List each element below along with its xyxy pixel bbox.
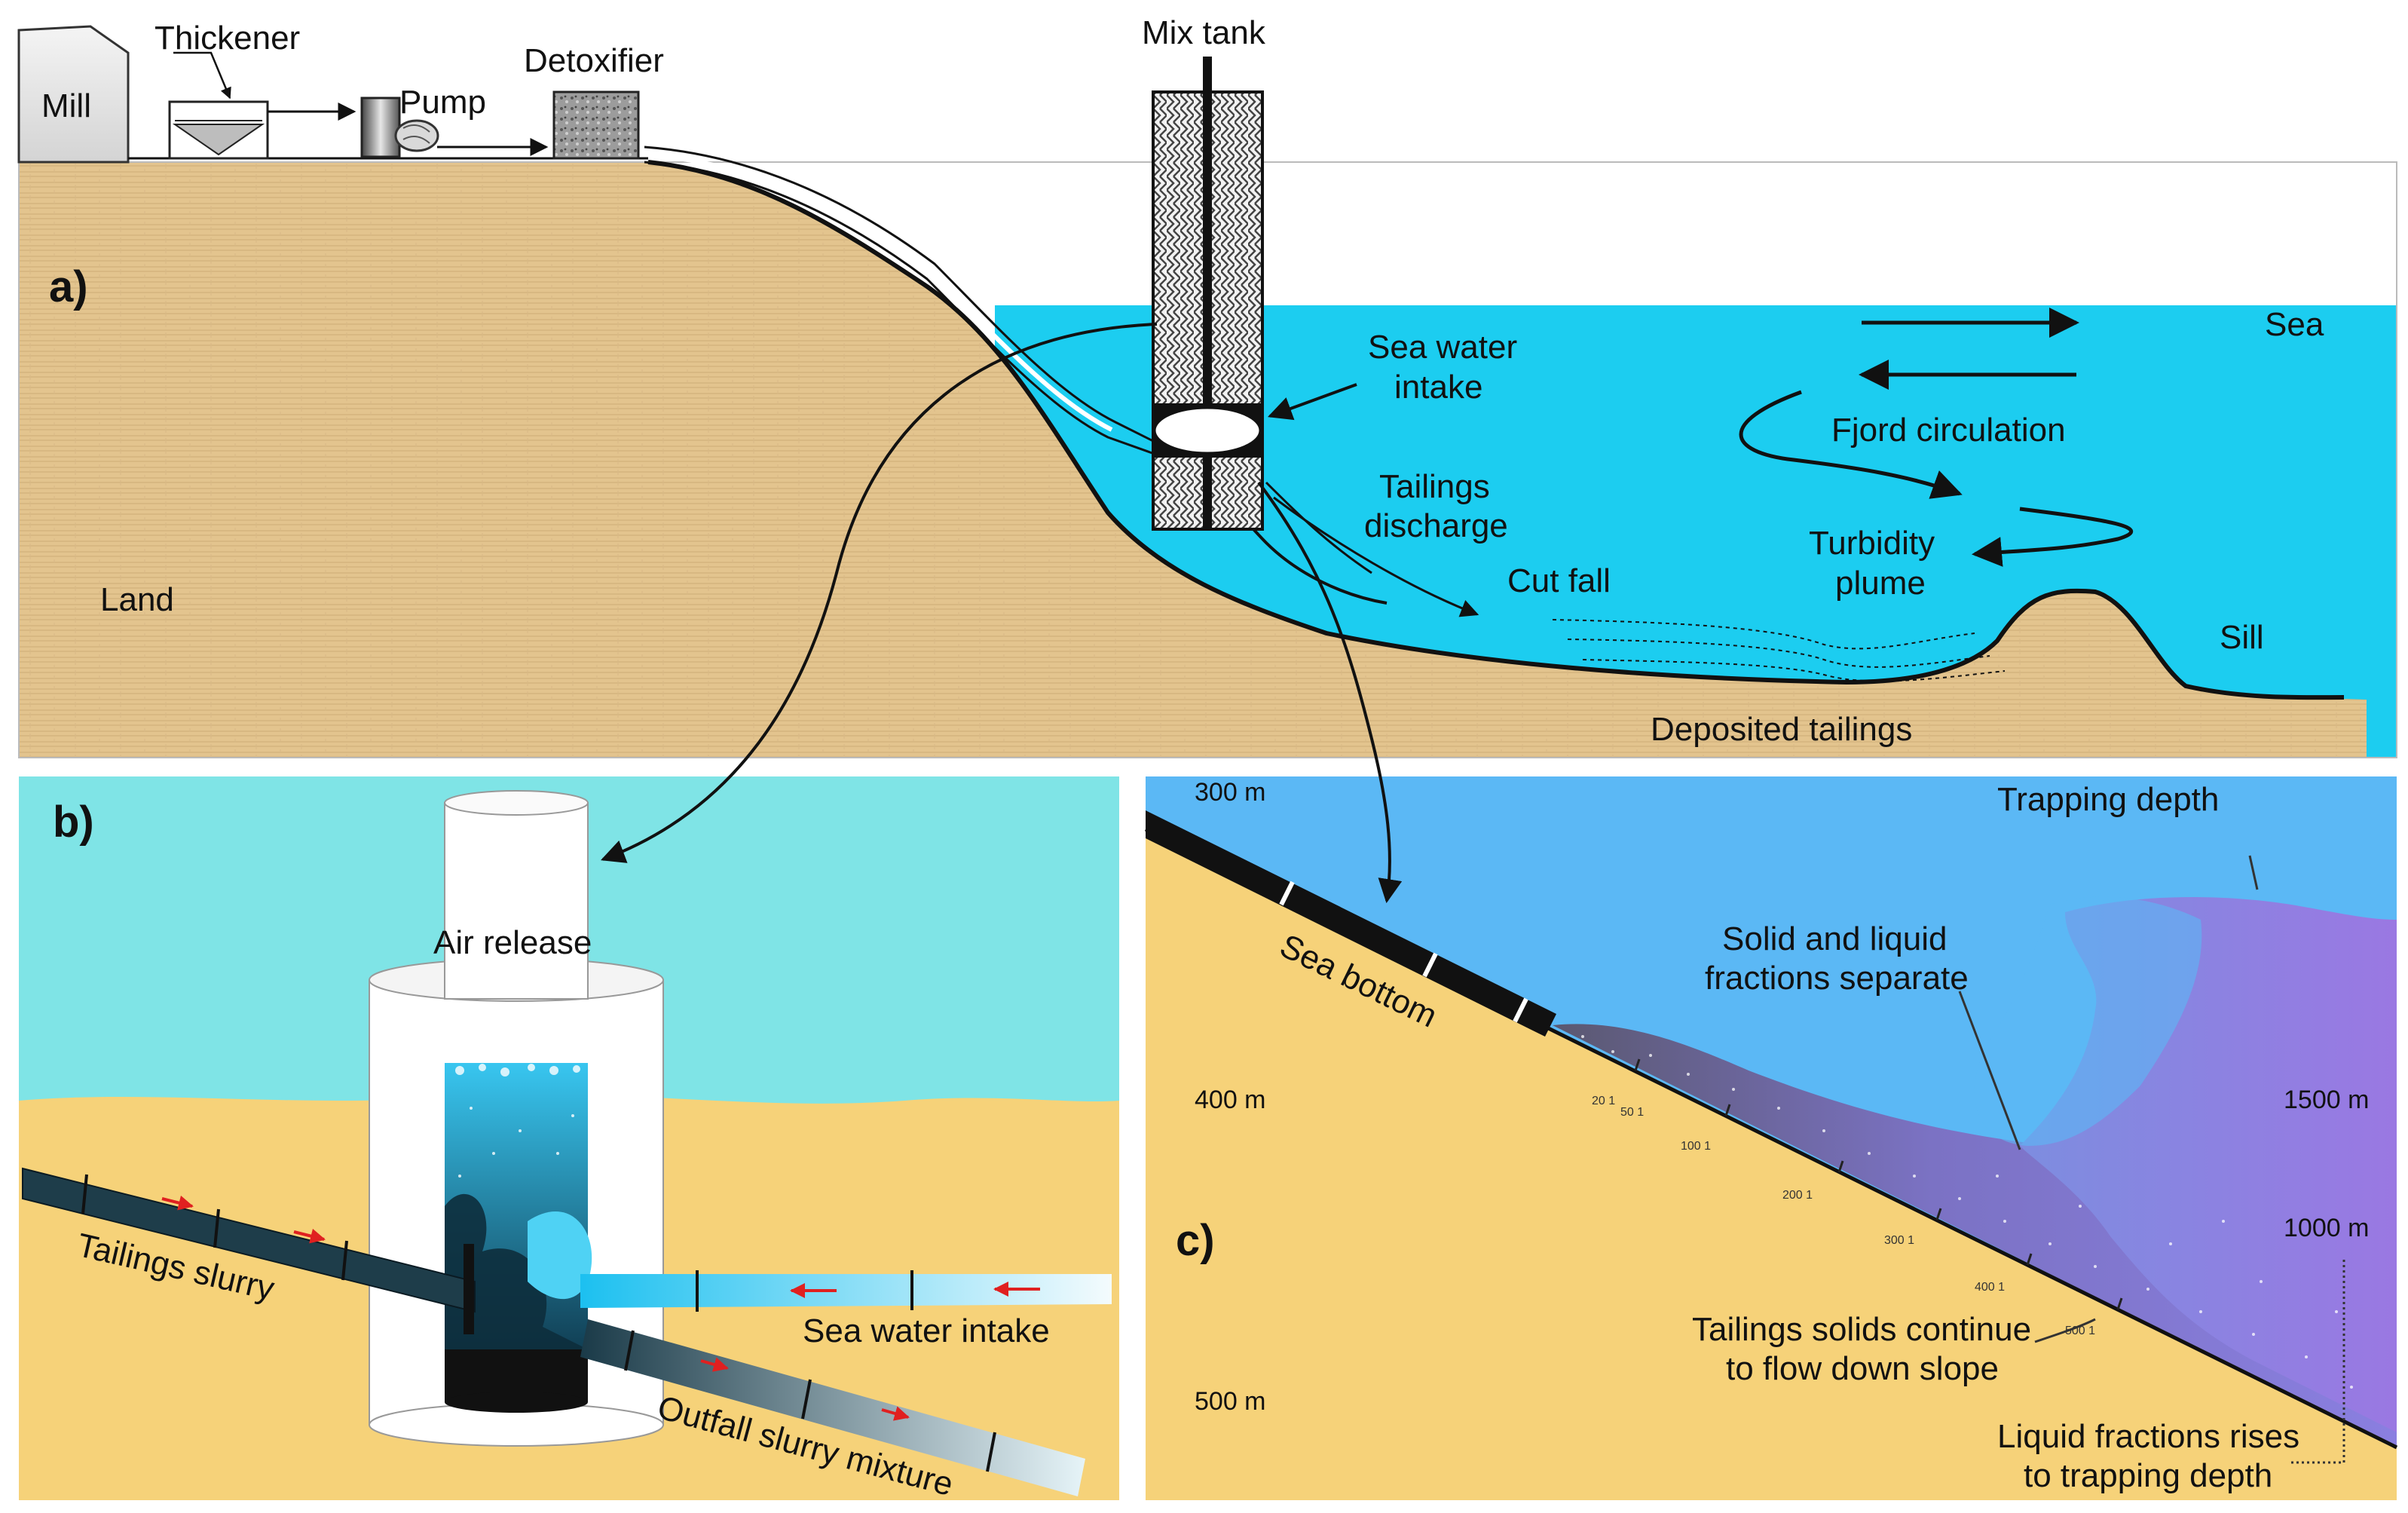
detoxifier — [552, 90, 640, 160]
panel-a-label: a) — [49, 262, 88, 311]
turbidity-lines — [1552, 619, 2006, 682]
seabed-sand — [1146, 829, 2397, 1500]
panel-a: a) Mill Thickener Pump Detoxifier Mix ta… — [17, 14, 2397, 758]
turbidity-plume-label-2: plume — [1835, 565, 1926, 602]
tailings-continue-label-1: Tailings solids continue — [1692, 1311, 2031, 1348]
trapping-depth-label: Trapping depth — [1997, 781, 2219, 818]
tailings-discharge-label-2: discharge — [1364, 507, 1508, 544]
pump-label: Pump — [399, 84, 486, 121]
mix-tank-label: Mix tank — [1142, 14, 1266, 51]
sea-water-intake-ring — [1153, 406, 1262, 455]
link-arrow-to-panel-b — [601, 323, 1158, 863]
fjord-circulation-arrow — [1739, 390, 1963, 499]
solid-liquid-label-1: Solid and liquid — [1722, 920, 1947, 957]
mill-label: Mill — [41, 87, 91, 124]
depth-300-label: 300 m — [1195, 778, 1266, 807]
panel-b: b) Air release Sea water intake Tailings… — [19, 776, 1119, 1503]
land-area — [19, 162, 2367, 758]
air-release-label: Air release — [433, 924, 592, 961]
sea-label: Sea — [2265, 306, 2324, 343]
sea-water-intake-b-label: Sea water intake — [803, 1312, 1050, 1349]
tailings-discharge-label-1: Tailings — [1379, 468, 1490, 505]
tick-label: 400 1 — [1975, 1281, 2005, 1294]
depth-1000-label: 1000 m — [2284, 1214, 2369, 1242]
liquid-rises-label-1: Liquid fractions rises — [1997, 1418, 2299, 1455]
panel-c: 20 1 50 1 100 1 200 1 300 1 400 1 500 1 … — [1144, 776, 2398, 1500]
depth-1500-label: 1500 m — [2284, 1086, 2369, 1114]
pump — [360, 96, 401, 158]
link-arrow-to-panel-c — [1257, 481, 1403, 904]
tailings-pipeline — [644, 145, 1161, 446]
sea-water-intake-label-2: intake — [1394, 369, 1482, 406]
solid-liquid-label-2: fractions separate — [1705, 960, 1969, 997]
tick-label: 300 1 — [1884, 1234, 1914, 1247]
fjord-circulation-label: Fjord circulation — [1831, 412, 2066, 449]
cut-fall-label: Cut fall — [1507, 562, 1611, 599]
outfall-pipe-segments — [1146, 810, 1556, 1037]
liquid-rises-label-2: to trapping depth — [2024, 1457, 2272, 1494]
tick-label: 200 1 — [1782, 1189, 1813, 1202]
depth-400-label: 400 m — [1195, 1086, 1266, 1114]
tick-label: 50 1 — [1620, 1106, 1644, 1119]
panel-b-label: b) — [53, 798, 94, 847]
mill-building — [17, 25, 130, 164]
sea-water-intake-pipe — [580, 1274, 1112, 1308]
sea-water-intake-label-1: Sea water — [1368, 329, 1517, 366]
detoxifier-label: Detoxifier — [524, 42, 664, 79]
tick-label: 20 1 — [1592, 1095, 1615, 1107]
turbidity-arrow — [1972, 507, 2134, 567]
slope-tick-labels: 20 1 50 1 100 1 200 1 300 1 400 1 500 1 — [1592, 1095, 2095, 1337]
sill-label: Sill — [2220, 619, 2264, 656]
air-release-tube — [444, 802, 589, 1000]
tailings-continue-label-2: to flow down slope — [1726, 1350, 1999, 1387]
panel-c-label: c) — [1176, 1216, 1215, 1265]
tailings-slurry-pipe — [22, 1167, 476, 1313]
depth-500-label: 500 m — [1195, 1387, 1266, 1416]
thickener-label: Thickener — [155, 20, 300, 57]
land-label: Land — [100, 581, 174, 618]
turbidity-plume-label-1: Turbidity — [1809, 525, 1935, 562]
tick-label: 100 1 — [1681, 1140, 1711, 1153]
deposited-tailings-label: Deposited tailings — [1651, 711, 1912, 748]
